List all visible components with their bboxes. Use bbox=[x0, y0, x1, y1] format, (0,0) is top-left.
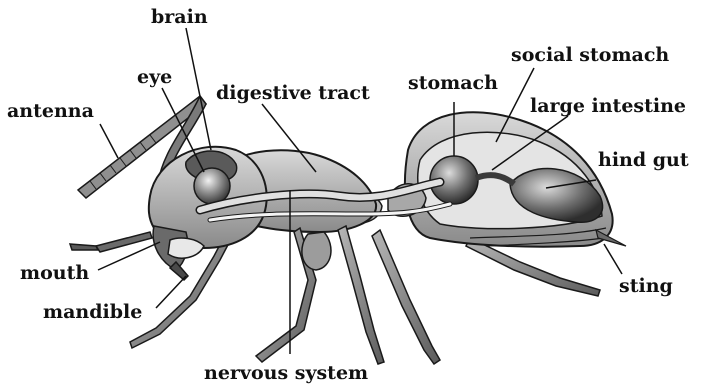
label-eye: eye bbox=[137, 68, 172, 87]
label-digestive-tract: digestive tract bbox=[216, 84, 370, 103]
legs-back bbox=[372, 230, 600, 364]
label-antenna: antenna bbox=[7, 102, 94, 121]
label-mandible: mandible bbox=[43, 303, 142, 322]
label-hind-gut: hind gut bbox=[598, 151, 689, 170]
label-stomach: stomach bbox=[408, 74, 498, 93]
label-nervous-system: nervous system bbox=[204, 364, 368, 383]
label-brain: brain bbox=[151, 8, 208, 27]
label-mouth: mouth bbox=[20, 264, 89, 283]
label-social-stomach: social stomach bbox=[511, 46, 669, 65]
label-sting: sting bbox=[619, 277, 673, 296]
label-large-intestine: large intestine bbox=[530, 97, 686, 116]
